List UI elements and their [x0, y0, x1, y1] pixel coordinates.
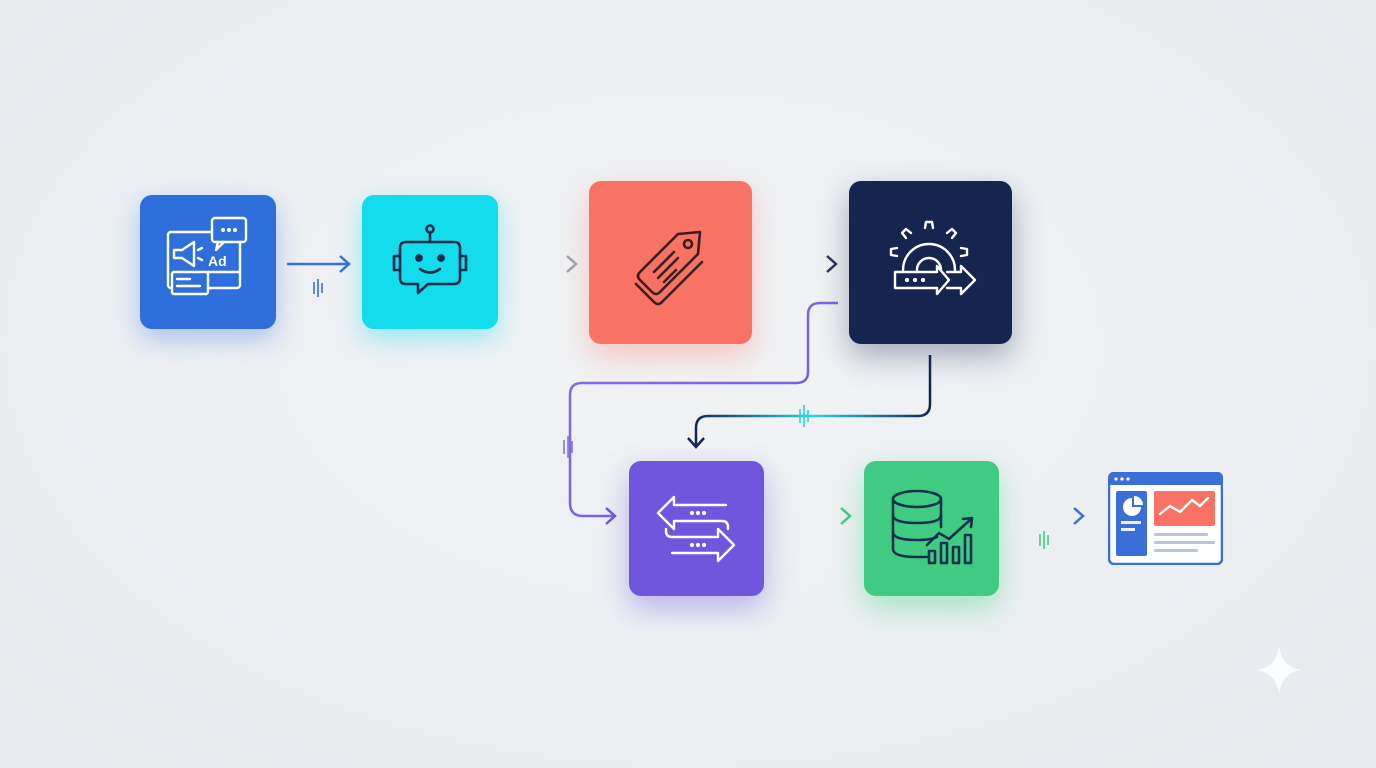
edge-db-to-dashboard [1009, 507, 1085, 549]
gear-process-node [849, 181, 1012, 344]
edge-gear-to-swap-loop [563, 301, 838, 525]
price-tag-icon [634, 230, 703, 305]
ad-node: Ad [140, 195, 276, 329]
dashboard-output [1107, 471, 1224, 566]
database-chart-icon [891, 489, 973, 564]
ad-label: Ad [208, 253, 227, 269]
edge-ad-to-bot [287, 255, 351, 297]
edge-gear-to-swap-down [687, 355, 932, 449]
edge-swap-to-db [776, 507, 852, 542]
edge-bot-to-tag [509, 255, 578, 290]
megaphone-ad-chat-icon: Ad [166, 216, 248, 296]
database-analytics-node [864, 461, 999, 596]
exchange-arrows-icon [656, 495, 735, 562]
chatbot-icon [392, 224, 468, 295]
exchange-node [629, 461, 764, 596]
price-tag-node [589, 181, 752, 344]
edge-tag-to-gear [764, 255, 838, 273]
gear-process-arrows-icon [889, 220, 976, 295]
dashboard-window-icon [1107, 471, 1224, 566]
chatbot-node [362, 195, 498, 329]
sparkle-icon [1256, 646, 1302, 694]
